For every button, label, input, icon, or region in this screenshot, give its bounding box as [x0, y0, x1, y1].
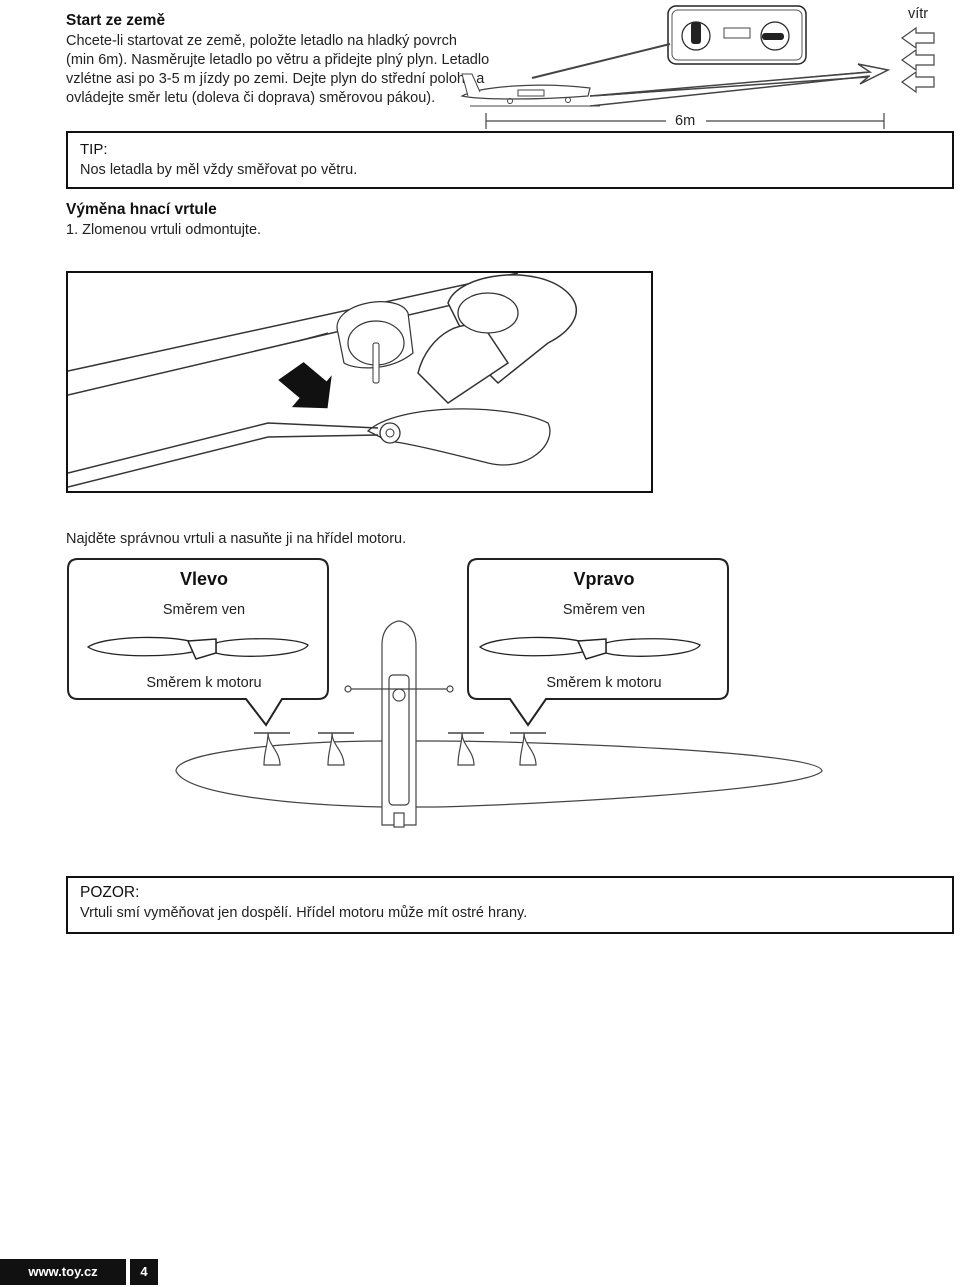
right-callout-title: Vpravo	[573, 569, 635, 589]
propeller-removal-figure	[66, 271, 653, 493]
takeoff-paragraph: Chcete-li startovat ze země, položte let…	[66, 32, 490, 108]
takeoff-line: ovládejte směr letu (doleva či doprava) …	[66, 90, 436, 106]
airplane-icon	[460, 73, 591, 104]
tip-box: TIP: Nos letadla by měl vždy směřovat po…	[66, 131, 954, 189]
takeoff-line: vzlétne asi po 3-5 m jízdy po zemi. Dejt…	[66, 71, 485, 87]
left-propeller-icon	[86, 636, 309, 660]
warning-box: POZOR: Vrtuli smí vyměňovat jen dospělí.…	[66, 876, 954, 934]
footer-site-link[interactable]: www.toy.cz	[0, 1259, 126, 1285]
takeoff-heading: Start ze země	[66, 12, 166, 29]
takeoff-line: Chcete-li startovat ze země, položte let…	[66, 33, 457, 49]
wind-label: vítr	[908, 6, 929, 22]
propeller-orientation-diagram	[67, 558, 823, 828]
pliers-illustration	[68, 273, 577, 488]
propeller-step-1: 1. Zlomenou vrtuli odmontujte.	[66, 222, 262, 238]
tip-label: TIP:	[80, 141, 108, 158]
warning-text: Vrtuli smí vyměňovat jen dospělí. Hřídel…	[80, 905, 528, 921]
left-outward-label: Směrem ven	[162, 602, 246, 618]
takeoff-illustration	[460, 5, 935, 129]
propeller-heading: Výměna hnací vrtule	[66, 201, 217, 218]
takeoff-line: (min 6m). Nasměrujte letadlo po větru a …	[66, 52, 490, 68]
airplane-top-view-icon	[175, 620, 823, 828]
propeller-instruction: Najděte správnou vrtuli a nasuňte ji na …	[66, 531, 407, 547]
page-number: 4	[130, 1259, 158, 1285]
right-propeller-icon	[478, 636, 701, 660]
warning-label: POZOR:	[80, 884, 140, 901]
left-toward-motor-label: Směrem k motoru	[146, 675, 262, 691]
right-toward-motor-label: Směrem k motoru	[546, 675, 662, 691]
wind-arrows-icon	[900, 26, 935, 94]
left-callout-title: Vlevo	[179, 569, 229, 589]
right-outward-label: Směrem ven	[562, 602, 646, 618]
distance-measure	[485, 113, 885, 129]
transmitter-icon	[667, 5, 807, 65]
distance-label: 6m	[675, 113, 696, 129]
tip-text: Nos letadla by měl vždy směřovat po větr…	[80, 162, 358, 178]
